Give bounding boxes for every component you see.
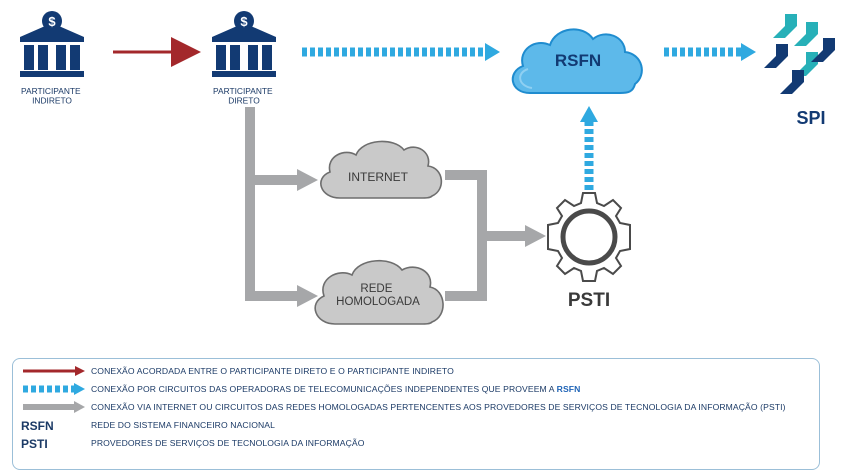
legend-abbr-psti: PSTI [21, 437, 48, 451]
gray-arrowhead-internet [297, 169, 318, 191]
gray-arrowhead-rede [297, 285, 318, 307]
dollar-sign-indireto: $ [48, 14, 56, 29]
blue-arrowhead-rsfn [485, 43, 500, 61]
participante-indireto-label: PARTICIPANTE [21, 86, 81, 96]
rsfn-label: RSFN [555, 51, 601, 70]
spi-logo-icon [764, 14, 835, 94]
legend: CONEXÃO ACORDADA ENTRE O PARTICIPANTE DI… [12, 358, 820, 470]
legend-row-red-arrow: CONEXÃO ACORDADA ENTRE O PARTICIPANTE DI… [21, 363, 454, 379]
gray-line-direto-to-networks [245, 107, 300, 301]
gray-arrowhead-psti [525, 225, 546, 247]
internet-label: INTERNET [348, 170, 409, 184]
participante-indireto-label-line2: INDIRETO [32, 96, 72, 106]
svg-text:PARTICIPANTE INDIRETO: PARTICIPANTE INDIRETO [21, 86, 83, 106]
legend-blue-dashed-icon [21, 381, 91, 397]
rede-homologada-label-line2: HOMOLOGADA [336, 296, 420, 308]
legend-text-rsfn: REDE DO SISTEMA FINANCEIRO NACIONAL [91, 420, 275, 430]
legend-text-psti: PROVEDORES DE SERVIÇOS DE TECNOLOGIA DA … [91, 438, 365, 448]
legend-gray-arrow-icon [21, 399, 91, 415]
rsfn-cloud-icon [511, 28, 643, 94]
rede-homologada-label: REDE [360, 283, 392, 295]
legend-text-gray: CONEXÃO VIA INTERNET OU CIRCUITOS DAS RE… [91, 402, 786, 412]
legend-row-psti: PSTI PROVEDORES DE SERVIÇOS DE TECNOLOGI… [21, 435, 365, 451]
legend-row-blue-dashed: CONEXÃO POR CIRCUITOS DAS OPERADORAS DE … [21, 381, 580, 397]
participante-direto-label: PARTICIPANTE [213, 86, 273, 96]
dollar-sign-direto: $ [240, 14, 248, 29]
svg-text:REDE HOMOLOGADA: REDE HOMOLOGADA [336, 283, 420, 308]
blue-arrowhead-psti-up [580, 106, 598, 122]
gray-line-networks-merge [445, 170, 487, 301]
legend-text-blue-prefix: CONEXÃO POR CIRCUITOS DAS OPERADORAS DE … [91, 384, 557, 394]
legend-text-red: CONEXÃO ACORDADA ENTRE O PARTICIPANTE DI… [91, 366, 454, 376]
legend-abbr-rsfn: RSFN [21, 419, 54, 433]
participante-direto-label-line2: DIRETO [228, 96, 260, 106]
internet-cloud-icon [320, 140, 443, 199]
spi-label: SPI [796, 108, 825, 128]
legend-red-arrow-icon [21, 363, 91, 379]
legend-row-rsfn: RSFN REDE DO SISTEMA FINANCEIRO NACIONAL [21, 417, 275, 433]
rede-homologada-cloud-icon [314, 259, 444, 325]
psti-gear-icon [547, 192, 631, 282]
psti-label: PSTI [568, 290, 610, 311]
legend-row-gray-arrow: CONEXÃO VIA INTERNET OU CIRCUITOS DAS RE… [21, 399, 786, 415]
pix-connection-diagram: $ PARTICIPANTE INDIRETO $ PARTICIPANTE D… [20, 11, 835, 325]
bank-icon-indireto [20, 23, 84, 77]
gray-connectors [245, 107, 528, 301]
svg-text:PARTICIPANTE DIRETO: PARTICIPANTE DIRETO [213, 86, 275, 106]
blue-arrowhead-spi [741, 43, 756, 61]
legend-text-blue-emphasis: RSFN [556, 384, 581, 394]
bank-icon-direto [212, 23, 276, 77]
legend-text-blue: CONEXÃO POR CIRCUITOS DAS OPERADORAS DE … [91, 384, 580, 394]
